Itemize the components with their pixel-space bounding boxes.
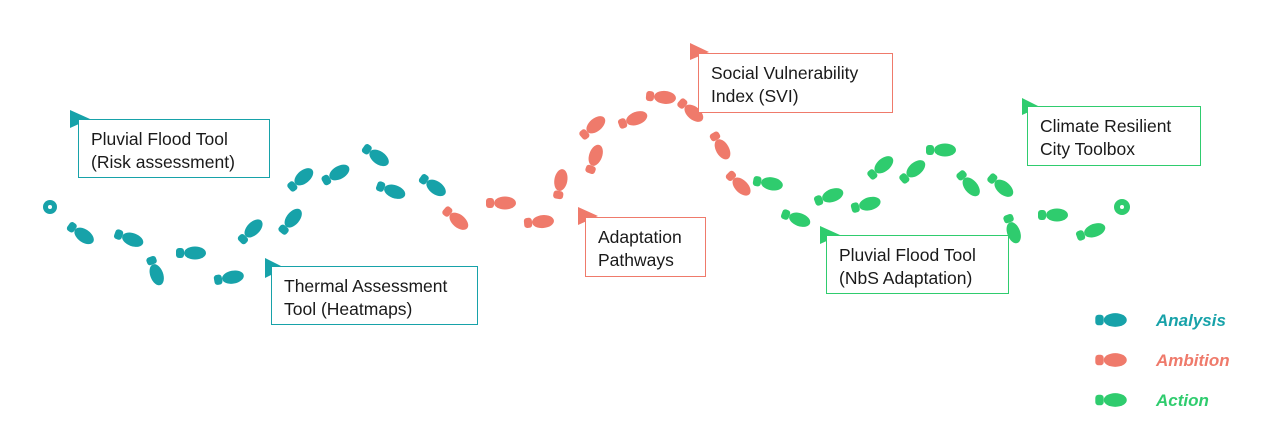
stage-pluvial-flood-risk-line1: Pluvial Flood Tool bbox=[91, 129, 228, 149]
stage-pluvial-flood-nbs-line2: (NbS Adaptation) bbox=[839, 268, 973, 288]
stage-adaptation-pathways-line1: Adaptation bbox=[598, 227, 682, 247]
analysis-footprint bbox=[112, 227, 146, 250]
legend-ambition-label: Ambition bbox=[1156, 351, 1230, 370]
start-marker bbox=[43, 200, 57, 214]
ambition-footprint bbox=[723, 168, 754, 199]
stage-pluvial-flood-risk: Pluvial Flood Tool (Risk assessment) bbox=[78, 119, 270, 178]
analysis-footprint bbox=[319, 161, 353, 188]
legend-action-label: Action bbox=[1156, 391, 1209, 410]
legend-analysis-label: Analysis bbox=[1156, 311, 1226, 330]
stage-climate-resilient-toolbox-line1: Climate Resilient bbox=[1040, 116, 1172, 136]
action-footprint bbox=[752, 174, 784, 193]
action-footprint bbox=[897, 156, 929, 186]
stage-social-vulnerability-line1: Social Vulnerability bbox=[711, 63, 859, 83]
ambition-footprint bbox=[707, 129, 734, 163]
ambition-footprint bbox=[523, 214, 555, 230]
analysis-footprint bbox=[276, 205, 306, 237]
flag-adaptation bbox=[578, 207, 598, 225]
end-marker bbox=[1114, 199, 1130, 215]
stage-adaptation-pathways-line2: Pathways bbox=[598, 250, 674, 270]
analysis-footprint bbox=[359, 141, 392, 170]
analysis-footprint bbox=[285, 164, 317, 194]
ambition-footprint bbox=[551, 168, 570, 200]
legend-analysis-icon bbox=[1095, 313, 1127, 327]
ambition-footprint bbox=[440, 204, 472, 234]
flag-svi bbox=[690, 43, 709, 60]
stage-adaptation-pathways: Adaptation Pathways bbox=[585, 217, 706, 277]
action-footprint bbox=[954, 168, 984, 200]
analysis-footprint bbox=[213, 268, 245, 287]
action-footprint bbox=[849, 194, 883, 215]
stage-thermal-assessment-line1: Thermal Assessment bbox=[284, 276, 448, 296]
action-footprint bbox=[865, 152, 897, 182]
stage-social-vulnerability-line2: Index (SVI) bbox=[711, 86, 799, 106]
action-footprint bbox=[926, 143, 956, 157]
stage-thermal-assessment: Thermal Assessment Tool (Heatmaps) bbox=[271, 266, 478, 325]
stage-social-vulnerability: Social Vulnerability Index (SVI) bbox=[698, 53, 893, 113]
ambition-footprint bbox=[486, 196, 516, 210]
analysis-footprint bbox=[144, 254, 167, 288]
action-footprint bbox=[812, 185, 846, 208]
legend-action-icon bbox=[1095, 393, 1127, 407]
action-footprint bbox=[985, 171, 1017, 201]
stage-thermal-assessment-line2: Tool (Heatmaps) bbox=[284, 299, 413, 319]
stage-pluvial-flood-risk-line2: (Risk assessment) bbox=[91, 152, 235, 172]
stage-pluvial-flood-nbs: Pluvial Flood Tool (NbS Adaptation) bbox=[826, 235, 1009, 294]
analysis-footprint bbox=[235, 216, 266, 247]
legend-ambition-icon bbox=[1095, 353, 1127, 367]
ambition-footprint bbox=[583, 142, 606, 176]
ambition-footprint bbox=[616, 108, 650, 131]
action-footprint bbox=[779, 207, 813, 230]
analysis-footprint bbox=[64, 219, 97, 248]
analysis-footprint bbox=[374, 179, 408, 202]
analysis-footprint bbox=[416, 171, 449, 200]
analysis-footprint bbox=[176, 246, 206, 260]
stage-climate-resilient-toolbox: Climate Resilient City Toolbox bbox=[1027, 106, 1201, 166]
ambition-footprint bbox=[577, 112, 609, 142]
stage-climate-resilient-toolbox-line2: City Toolbox bbox=[1040, 139, 1136, 159]
action-footprint bbox=[1038, 208, 1068, 222]
action-footprint bbox=[1074, 220, 1108, 243]
stage-pluvial-flood-nbs-line1: Pluvial Flood Tool bbox=[839, 245, 976, 265]
ambition-footprint bbox=[645, 89, 677, 105]
